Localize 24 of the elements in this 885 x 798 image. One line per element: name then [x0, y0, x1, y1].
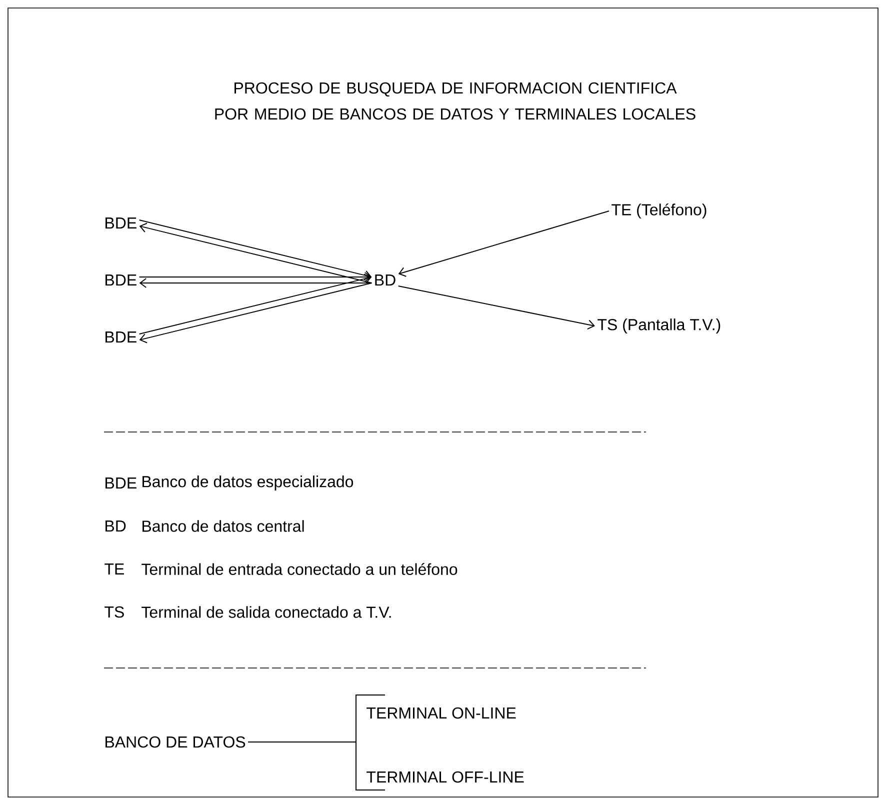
node-label: BDE: [106, 274, 136, 286]
node-label: BDE: [106, 218, 136, 228]
arrow: [398, 286, 596, 330]
abbreviation: TE: [104, 564, 124, 574]
arrow: [138, 274, 372, 334]
arrow: [398, 210, 610, 277]
definition: Terminal de salida conectado a T.V.: [142, 606, 391, 618]
definition: Terminal de entrada conectado a un teléfono: [142, 563, 458, 575]
node-label: BDE: [106, 332, 136, 342]
node-label: TE (Teléfono): [612, 203, 706, 219]
node-label: BD: [375, 274, 396, 286]
arrow: [139, 278, 372, 288]
title: PROCESO DE BUSQUEDA DE INFORMACION CIENTIFICA POR MEDIO DE BANCOS DE DATOS Y TERMINALES LOCALES: [215, 82, 696, 120]
abbreviation: BD: [106, 520, 126, 532]
arrow: [139, 282, 372, 344]
node-label: TERMINAL ON-LINE: [366, 707, 516, 719]
definition: Banco de datos central: [142, 520, 304, 532]
node-label: BANCO DE DATOS: [106, 736, 246, 748]
node-label: TS (Pantalla T.V.): [598, 318, 720, 334]
abbreviation: BDE: [106, 478, 136, 488]
definition: Banco de datos especializado: [142, 476, 354, 490]
node-label: TERMINAL OFF-LINE: [366, 771, 524, 783]
arrow: [138, 272, 372, 282]
abbreviation: TS: [104, 606, 124, 618]
